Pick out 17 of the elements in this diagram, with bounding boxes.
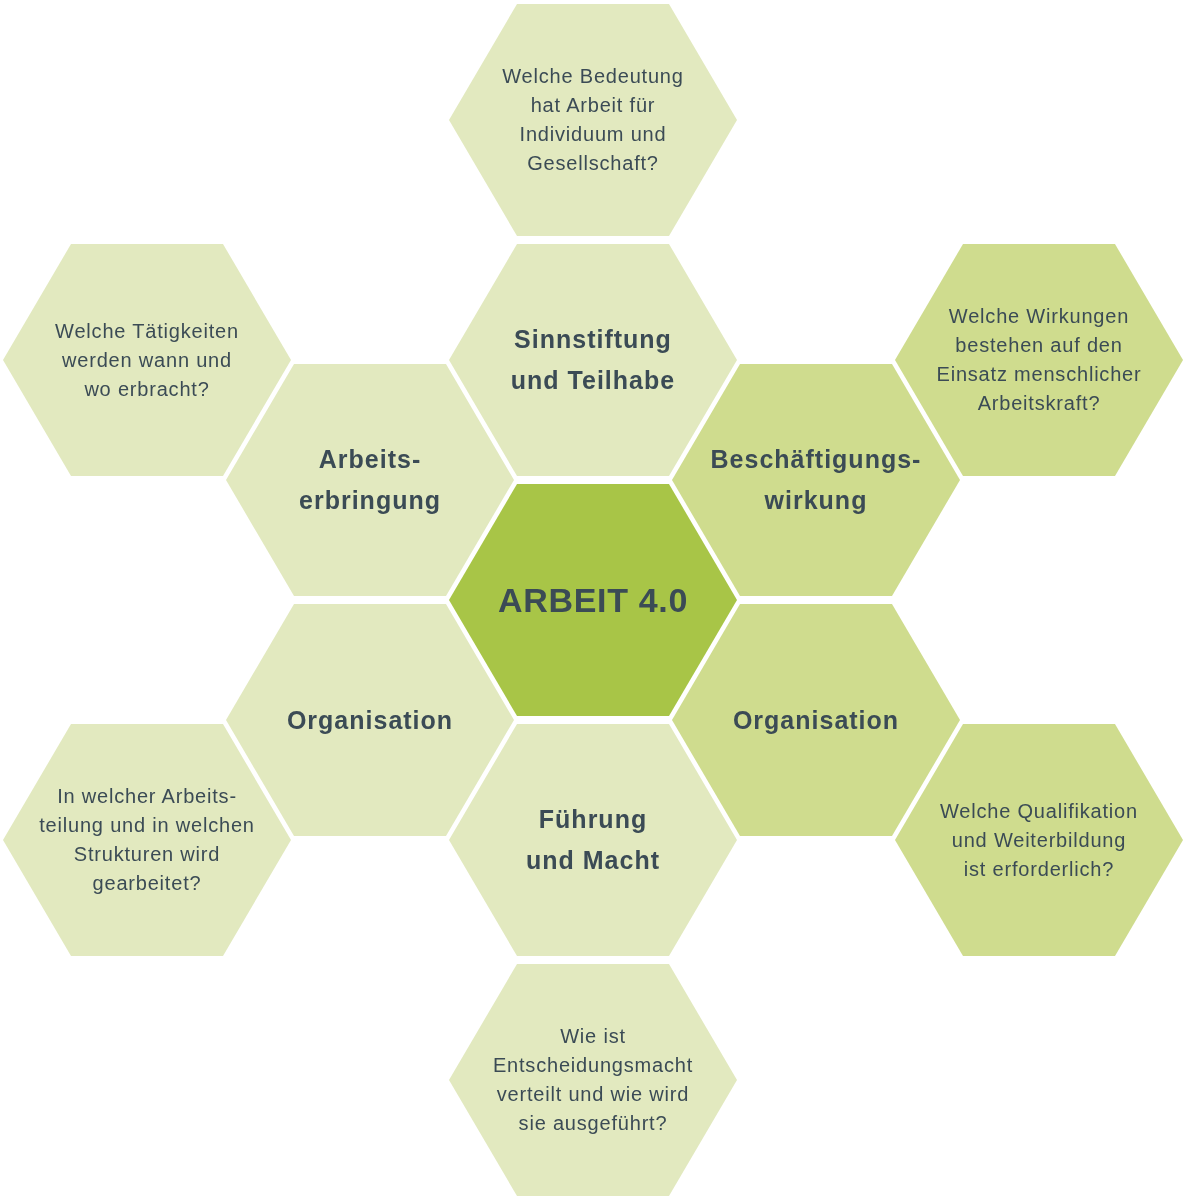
- center-title: ARBEIT 4.0: [497, 580, 689, 620]
- topic-label: Organisation: [286, 704, 454, 736]
- question-text: Welche Tätigkeiten werden wann und wo erbracht?: [55, 318, 239, 402]
- question-text: Welche Wirkungen bestehen auf den Einsatz menschlicher Arbeitskraft?: [936, 304, 1142, 416]
- question-text: Welche Bedeutung hat Arbeit für Individuum und Gesellschaft?: [502, 64, 684, 176]
- topic-label: Beschäftigungs- wirkung: [710, 444, 922, 516]
- question-text: Wie ist Entscheidungsmacht verteilt und wie wird sie ausgeführt?: [492, 1024, 694, 1136]
- question-hexagon: [3, 244, 291, 476]
- question-text: In welcher Arbeits- teilung und in welchen Strukturen wird gearbeitet?: [39, 784, 255, 896]
- question-hexagon: [449, 4, 737, 236]
- topic-label: Arbeits- erbringung: [299, 444, 441, 516]
- topic-label: Führung und Macht: [526, 804, 660, 876]
- question-text: Welche Qualifikation und Weiterbildung ist erforderlich?: [940, 798, 1138, 882]
- question-hexagon: [895, 724, 1183, 956]
- topic-label: Sinnstiftung und Teilhabe: [510, 324, 676, 396]
- topic-label: Organisation: [732, 704, 900, 736]
- question-hexagon: [449, 964, 737, 1196]
